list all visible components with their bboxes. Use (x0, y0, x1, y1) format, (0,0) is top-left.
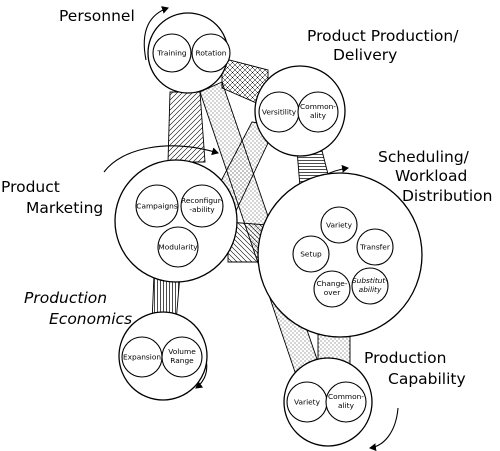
marketing-title-line2: Marketing (26, 199, 103, 217)
scheduling-cluster: Variety Setup Transfer Change- over Subs… (257, 148, 492, 338)
volume-range-label-1: Volume (168, 347, 196, 356)
campaigns-label: Campaigns (136, 202, 178, 211)
arrow-personnel (143, 6, 169, 61)
campaigns-circle (135, 184, 179, 228)
band-personnel-marketing (167, 91, 206, 163)
versitility-label: Versitility (262, 108, 297, 117)
arrow-capability (369, 407, 399, 451)
variety-circle (320, 206, 358, 244)
capability-title-line1: Production (364, 349, 446, 367)
commonality-label-2: ality (310, 111, 327, 120)
substitutability-label-2: ability (359, 285, 382, 294)
delivery-title-line2: Delivery (333, 46, 397, 64)
changeover-circle (313, 270, 351, 308)
volume-range-label-2: Range (170, 356, 194, 365)
arrow-marketing (103, 145, 219, 173)
reconfigurability-label-1: Reconfigur- (181, 196, 223, 205)
delivery-title-line1: Product Production/ (307, 27, 459, 45)
training-circle (152, 33, 192, 73)
rotation-circle (191, 33, 231, 73)
scheduling-title-line3: Distribution (402, 187, 492, 205)
scheduling-title-line1: Scheduling/ (378, 148, 470, 166)
setup-circle (292, 235, 330, 273)
reconfigurability-label-2: -ability (189, 205, 215, 214)
rotation-label: Rotation (196, 49, 227, 58)
substitutability-label-1: Substitut- (352, 276, 388, 285)
personnel-cluster: Training Rotation Personnel (59, 7, 231, 94)
variety-label: Variety (326, 221, 353, 230)
scheduling-title-line2: Workload (395, 167, 467, 185)
expansion-label: Expansion (123, 353, 161, 362)
marketing-title-line1: Product (1, 178, 60, 196)
capability-cluster: Variety Common- ality Production Capabil… (283, 349, 466, 447)
economics-cluster: Expansion Volume Range Production Econom… (24, 289, 208, 401)
reconfigurability-circle (180, 184, 224, 228)
capability-commonality-circle (325, 381, 367, 423)
economics-title-line2: Economics (49, 310, 132, 328)
marketing-cluster: Campaigns Reconfigur- -ability Modularit… (1, 159, 238, 283)
substitutability-circle (351, 267, 389, 305)
economics-title-line1: Production (24, 289, 107, 307)
scheduling-circle (257, 172, 423, 338)
changeover-label-1: Change- (317, 279, 348, 288)
capability-commonality-label-2: ality (338, 401, 355, 410)
training-label: Training (156, 49, 186, 58)
capability-commonality-label-1: Common- (328, 392, 364, 401)
commonality-circle (297, 91, 339, 133)
transfer-circle (356, 228, 394, 266)
modularity-circle (157, 226, 199, 268)
volume-range-circle (161, 336, 203, 378)
delivery-cluster: Versitility Common- ality Product Produc… (254, 27, 459, 157)
setup-label: Setup (300, 250, 322, 259)
commonality-label-1: Common- (300, 102, 336, 111)
changeover-label-2: over (324, 288, 341, 297)
personnel-title: Personnel (59, 7, 135, 25)
capability-variety-label: Variety (294, 398, 321, 407)
transfer-label: Transfer (359, 243, 391, 252)
modularity-label: Modularity (158, 243, 198, 252)
capability-title-line2: Capability (388, 370, 466, 388)
